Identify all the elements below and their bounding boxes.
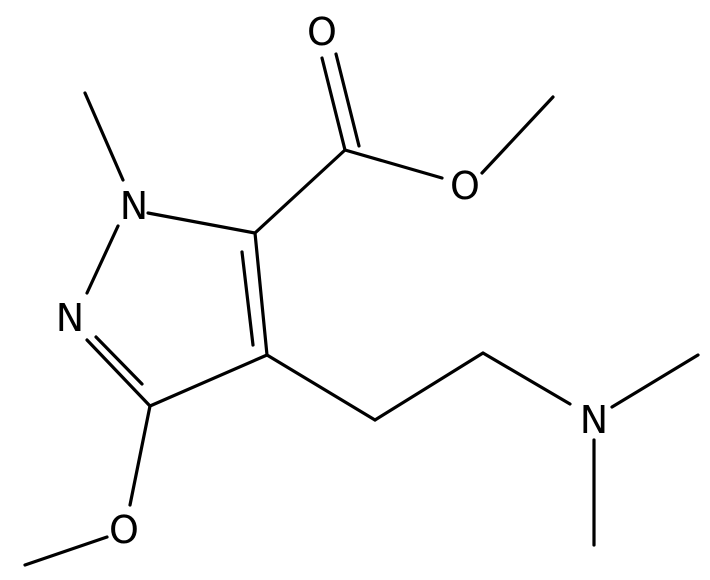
atom-o-methoxy: O <box>109 508 139 552</box>
atom-n1: N <box>120 184 148 228</box>
bond-c5-carbonyl <box>253 148 347 235</box>
bond-ch2-n-amine <box>481 351 572 406</box>
bond-carbonyl-o-inner <box>334 52 361 148</box>
bond-c5-c4-inner <box>240 250 255 347</box>
bond-o-ester-methyl <box>480 95 555 175</box>
atom-o-carbonyl: O <box>307 10 337 54</box>
atom-n2: N <box>56 296 84 340</box>
bond-c4-ch2 <box>265 353 377 422</box>
bond-c5-c4 <box>253 231 269 357</box>
atom-labels: N N O O O N <box>56 10 608 552</box>
bond-c3-n2 <box>85 338 152 408</box>
atom-n-amine: N <box>580 398 608 442</box>
bond-c3-n2-inner <box>94 335 144 386</box>
bond-carbonyl-o <box>320 56 347 152</box>
atom-o-ester: O <box>450 164 480 208</box>
bonds <box>23 52 700 567</box>
bond-n1-methyl <box>83 91 125 182</box>
bond-n1-n2 <box>85 224 120 295</box>
bond-carbonyl-o-ester <box>343 148 444 180</box>
bond-ch2-ch2 <box>373 351 485 422</box>
bond-c3-o-methoxy <box>128 404 152 507</box>
bond-n1-c5 <box>146 211 257 235</box>
bond-c4-c3 <box>148 353 269 408</box>
bond-o-methoxy-methyl <box>23 535 109 567</box>
bond-n-amine-methyl-1 <box>610 353 700 409</box>
